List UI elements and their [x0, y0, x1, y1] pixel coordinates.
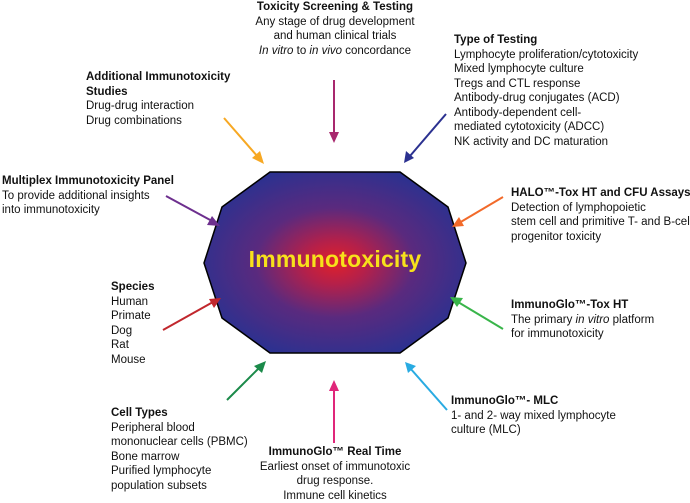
label-title: ImmunoGlo™ Real Time: [268, 446, 402, 458]
label-title: Studies: [86, 85, 128, 98]
label-line: and human clinical trials: [273, 30, 397, 42]
center-title: Immunotoxicity: [248, 246, 422, 272]
arrow-halo: [452, 196, 504, 227]
label-line: To provide additional insights: [2, 189, 150, 202]
label-immunoglo-mlc: ImmunoGlo™- MLC 1- and 2- way mixed lymp…: [451, 394, 616, 438]
label-line: Lymphocyte proliferation/cytotoxicity: [454, 48, 639, 61]
label-line: culture (MLC): [451, 424, 521, 436]
label-type-of-testing: Type of Testing Lymphocyte proliferation…: [454, 33, 638, 149]
label-line: Drug combinations: [86, 114, 182, 127]
label-title: Species: [111, 281, 155, 293]
label-immunoglo-tox-ht: ImmunoGlo™-Tox HT The primary in vitro p…: [511, 298, 654, 342]
label-title: ImmunoGlo™-Tox HT: [511, 299, 629, 311]
arrow-cell-types: [226, 361, 266, 401]
label-additional-studies: Additional Immunotoxicity Studies Drug-d…: [86, 70, 230, 128]
label-line: NK activity and DC maturation: [454, 135, 609, 148]
label-line: Dog: [111, 324, 133, 337]
label-line: Earliest onset of immunotoxic: [259, 460, 411, 473]
label-line: 1- and 2- way mixed lymphocyte: [451, 409, 616, 422]
label-line: mononuclear cells (PBMC): [111, 436, 248, 448]
label-line: Drug-drug interaction: [86, 100, 195, 112]
arrow-additional: [223, 117, 264, 164]
label-title: Multiplex Immunotoxicity Panel: [2, 175, 174, 187]
label-line: Purified lymphocyte: [111, 465, 212, 477]
label-line: progenitor toxicity: [511, 230, 602, 243]
label-line: Detection of lymphopoietic: [511, 201, 646, 214]
label-line: Rat: [111, 339, 129, 351]
arrow-multiplex: [165, 195, 220, 226]
label-line: Any stage of drug development: [255, 15, 415, 28]
label-line: Antibody-dependent cell-: [454, 106, 582, 119]
label-cell-types: Cell Types Peripheral blood mononuclear …: [111, 406, 248, 493]
label-line: for immunotoxicity: [511, 328, 604, 340]
label-line: Peripheral blood: [111, 421, 195, 434]
label-line: The primary in vitro platform: [511, 313, 655, 326]
label-title: ImmunoGlo™- MLC: [451, 395, 559, 407]
label-line: population subsets: [111, 479, 207, 492]
arrow-testing: [404, 113, 447, 163]
label-line: Bone marrow: [111, 450, 180, 463]
label-title: Toxicity Screening & Testing: [256, 1, 414, 13]
label-line: Mixed lymphocyte culture: [454, 63, 584, 75]
label-line: into immunotoxicity: [2, 204, 100, 216]
label-line: mediated cytotoxicity (ADCC): [454, 121, 605, 133]
label-line: In vitro to in vivo concordance: [258, 44, 412, 57]
label-species: Species Human Primate Dog Rat Mouse: [111, 280, 154, 367]
label-title: Cell Types: [111, 407, 168, 419]
arrow-tox-ht: [450, 297, 504, 330]
label-line: Immune cell kinetics: [283, 489, 387, 502]
label-line: stem cell and primitive T- and B-cell: [511, 216, 690, 228]
arrow-toxicity: [329, 80, 339, 143]
label-halo-tox: HALO™-Tox HT and CFU Assays Detection of…: [511, 186, 690, 244]
label-line: Mouse: [111, 353, 146, 366]
label-immunoglo-real-time: ImmunoGlo™ Real Time Earliest onset of i…: [235, 445, 435, 503]
label-title: Additional Immunotoxicity: [86, 71, 231, 83]
label-title: Type of Testing: [454, 34, 538, 46]
center-decagon: [203, 171, 467, 354]
label-line: drug response.: [296, 475, 374, 487]
label-line: Human: [111, 295, 149, 308]
arrow-realtime: [329, 380, 339, 443]
label-toxicity-screening: Toxicity Screening & Testing Any stage o…: [225, 0, 445, 58]
label-line: Primate: [111, 310, 151, 322]
label-title: HALO™-Tox HT and CFU Assays: [511, 187, 690, 199]
arrow-species: [162, 298, 221, 331]
label-multiplex-panel: Multiplex Immunotoxicity Panel To provid…: [2, 174, 174, 218]
arrow-mlc: [405, 362, 448, 411]
label-line: Tregs and CTL response: [454, 77, 581, 90]
label-line: Antibody-drug conjugates (ACD): [454, 92, 620, 104]
